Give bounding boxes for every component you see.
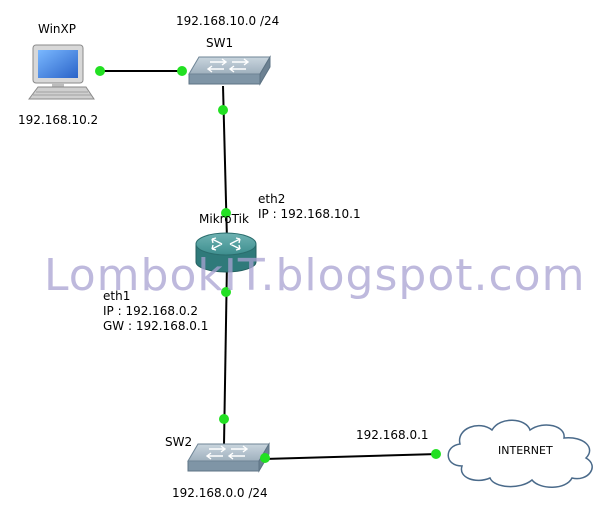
eth1-iface-label: eth1 bbox=[103, 289, 131, 303]
port-dot bbox=[221, 208, 231, 218]
internet-cloud-icon[interactable] bbox=[447, 419, 593, 488]
sw2-name-label: SW2 bbox=[165, 435, 193, 449]
port-dot bbox=[177, 66, 187, 76]
sw1-switch-icon[interactable] bbox=[188, 55, 271, 86]
winxp-name-label: WinXP bbox=[38, 22, 76, 36]
link-endpoints bbox=[95, 66, 441, 463]
eth1-gateway-label: GW : 192.168.0.1 bbox=[103, 319, 209, 333]
sw1-subnet-label: 192.168.10.0 /24 bbox=[176, 14, 280, 28]
sw1-name-label: SW1 bbox=[206, 36, 234, 50]
port-dot bbox=[431, 449, 441, 459]
watermark-text: LombokIT.blogspot.com bbox=[44, 250, 586, 301]
port-dot bbox=[260, 453, 270, 463]
port-dot bbox=[219, 414, 229, 424]
port-dot bbox=[95, 66, 105, 76]
mikrotik-name-label: MikroTik bbox=[199, 212, 249, 226]
winxp-ip-label: 192.168.10.2 bbox=[18, 113, 99, 127]
port-dot bbox=[218, 105, 228, 115]
eth2-ip-label: IP : 192.168.10.1 bbox=[258, 207, 361, 221]
link-sw2-internet bbox=[263, 453, 439, 460]
mikrotik-router-icon[interactable] bbox=[195, 232, 257, 273]
internet-name-label: INTERNET bbox=[498, 444, 553, 457]
winxp-desktop-icon[interactable] bbox=[28, 44, 95, 100]
eth1-ip-label: IP : 192.168.0.2 bbox=[103, 304, 198, 318]
internet-gateway-ip-label: 192.168.0.1 bbox=[356, 428, 429, 442]
sw2-switch-icon[interactable] bbox=[187, 442, 270, 473]
sw2-subnet-label: 192.168.0.0 /24 bbox=[172, 486, 268, 500]
eth2-iface-label: eth2 bbox=[258, 192, 286, 206]
port-dot bbox=[221, 287, 231, 297]
